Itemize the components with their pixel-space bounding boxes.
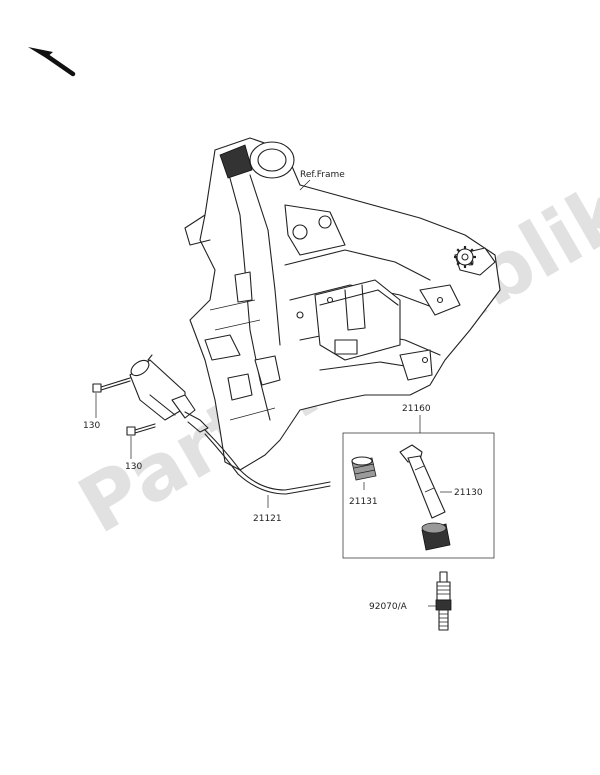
cap-seal-label: 21131 [349,497,378,507]
bolt-label-lower: 130 [125,462,142,472]
lead-wire-label: 21121 [253,514,282,524]
bolt-130-upper [92,377,131,393]
arrow-up-left-icon [28,47,76,77]
gear-icon [454,246,476,268]
plug-cap-label: 21130 [454,488,483,498]
ignition-coil [129,354,209,433]
ref-frame-label: Ref.Frame [300,170,345,180]
boot-seal [421,522,451,551]
cap-seal [351,456,377,481]
lead-wire [204,429,331,491]
kit-box [342,432,495,559]
bolt-130-lower [126,423,156,436]
frame [184,137,501,471]
bolt-label-upper: 130 [83,421,100,431]
kit-box-label: 21160 [402,404,431,414]
spark-plug [435,571,452,631]
plug-cap [399,444,446,519]
spark-plug-label: 92070/A [369,602,408,612]
